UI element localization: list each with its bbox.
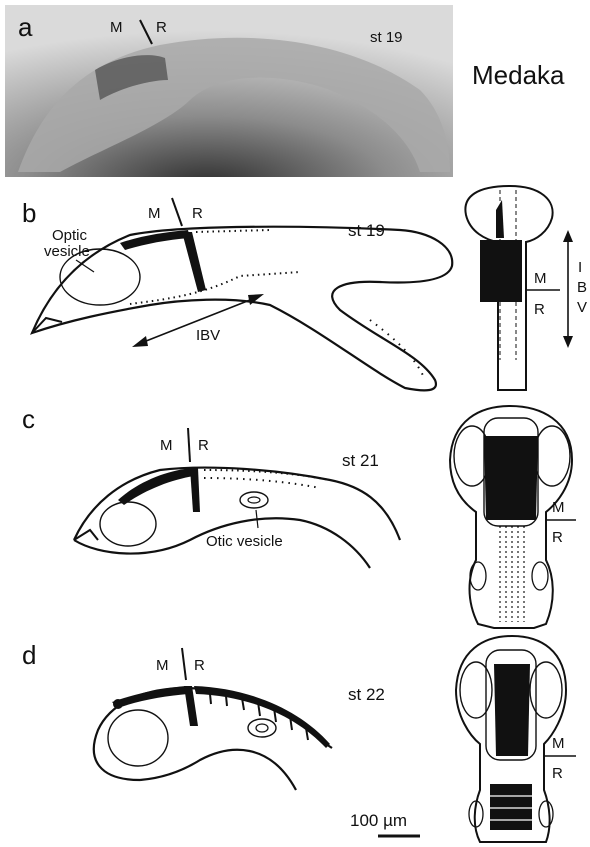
panel-b-stage: st 19	[348, 221, 385, 240]
ibv-vertical-head-bottom	[563, 336, 573, 348]
dorsal-head-stripe-b	[496, 200, 504, 238]
dots-dorsal-c2	[204, 478, 320, 488]
mr-band-dorsal-b	[480, 240, 522, 302]
anterior-spot-d	[113, 699, 123, 709]
panel-a-stage: st 19	[370, 29, 403, 46]
otic-vesicle-d	[248, 719, 276, 737]
ibv-label-b: IBV	[196, 327, 220, 344]
scale-bar-label: 100 µm	[350, 811, 407, 830]
mr-band-dorsal-c	[484, 436, 538, 520]
embryo-outline-b	[32, 227, 452, 391]
panel-a-r-label: R	[156, 19, 167, 36]
panel-c-r-label: R	[198, 437, 209, 454]
dorsal-m-label-c: M	[552, 499, 565, 516]
panel-a: a M R st 19	[5, 5, 453, 177]
panel-d-m-label: M	[156, 657, 169, 674]
dorsal-m-label-d: M	[552, 735, 565, 752]
panel-b-letter: b	[22, 198, 36, 228]
otic-vesicle-c-inner	[248, 497, 260, 503]
otic-vesicle-c	[240, 492, 268, 508]
figure-title: Medaka	[472, 60, 565, 90]
mr-stripe-dorsal-b	[120, 230, 190, 250]
dots-dorsal-b	[196, 230, 270, 232]
ibv-vertical-b: B	[577, 279, 587, 296]
dorsal-r-label-d: R	[552, 765, 563, 782]
mr-band-dorsal-d	[494, 664, 530, 756]
dorsal-m-label-b: M	[534, 270, 547, 287]
panel-b-mr-boundary	[172, 198, 182, 226]
otic-right-c	[532, 562, 548, 590]
panel-c-stage: st 21	[342, 451, 379, 470]
dorsal-r-label-c: R	[552, 529, 563, 546]
optic-vesicle-c	[100, 502, 156, 546]
panel-c: c M R st 21 Otic vesicle M R	[22, 404, 576, 628]
panel-d-letter: d	[22, 640, 36, 670]
eye-right-d	[530, 662, 562, 718]
hindbrain-band-d	[194, 686, 330, 748]
scale-bar: 100 µm	[350, 811, 420, 836]
panel-d-stage: st 22	[348, 685, 385, 704]
hindbrain-segments-d	[490, 784, 532, 830]
otic-label-c: Otic vesicle	[206, 533, 283, 550]
embryo-outline-c	[74, 468, 400, 568]
ibv-vertical-head-top	[563, 230, 573, 242]
panel-d-mr-boundary	[182, 648, 186, 680]
otic-right-d	[539, 801, 553, 827]
panel-b: b M R st 19 Optic vesicle IBV M R I B V	[22, 186, 587, 390]
mr-stripe-vertical-c	[190, 468, 200, 512]
mr-stripe-dorsal-d	[112, 686, 188, 708]
dorsal-r-label-b: R	[534, 301, 545, 318]
otic-vesicle-d-inner	[256, 724, 268, 732]
panel-c-m-label: M	[160, 437, 173, 454]
panel-b-m-label: M	[148, 205, 161, 222]
panel-a-m-label: M	[110, 19, 123, 36]
otic-left-c	[470, 562, 486, 590]
mr-stripe-vertical-b	[182, 232, 206, 292]
eye-left-d	[460, 662, 492, 718]
optic-vesicle-d	[108, 710, 168, 766]
ibv-vertical-v: V	[577, 299, 587, 316]
hindbrain-dots-c	[496, 526, 526, 622]
optic-label-line1: Optic	[52, 227, 88, 244]
panel-c-letter: c	[22, 404, 35, 434]
eye-right-c	[534, 426, 570, 486]
panel-b-r-label: R	[192, 205, 203, 222]
panel-d-r-label: R	[194, 657, 205, 674]
mr-stripe-dorsal-c	[118, 468, 194, 505]
ibv-vertical-i: I	[578, 259, 582, 276]
panel-d: d M R st 22 M R	[22, 636, 576, 842]
ibv-arrowhead-start-b	[132, 336, 148, 347]
panel-c-mr-boundary	[188, 428, 190, 462]
optic-label-line2: vesicle	[44, 243, 90, 260]
panel-a-letter: a	[18, 12, 33, 42]
